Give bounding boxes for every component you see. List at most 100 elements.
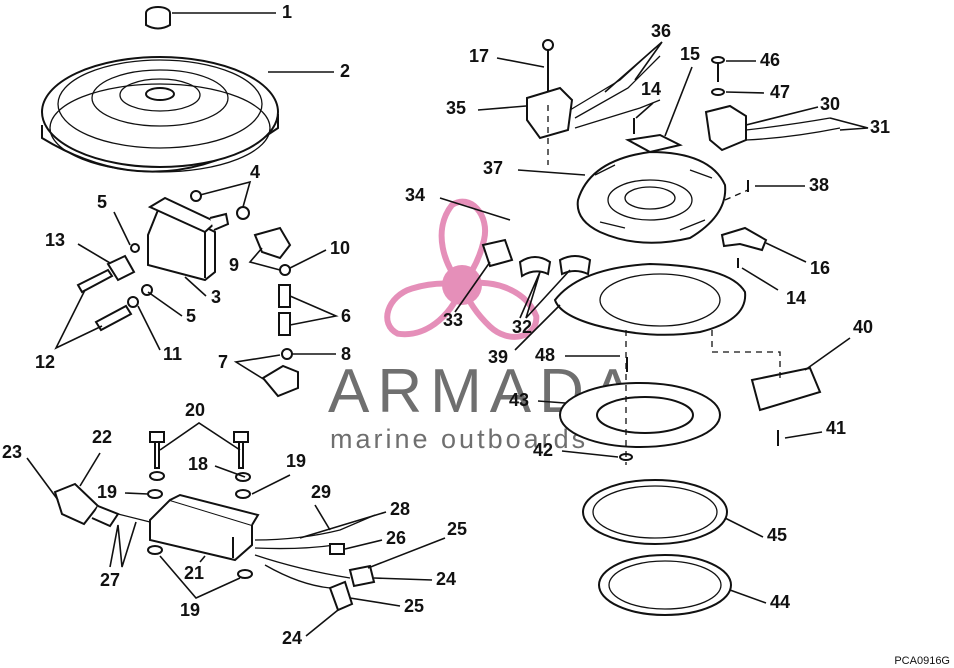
leader-line	[725, 91, 765, 94]
callout-number: 17	[469, 46, 489, 66]
leader-line	[199, 180, 252, 208]
leader-line	[604, 41, 663, 93]
leader-line	[349, 597, 401, 607]
wire	[254, 544, 336, 550]
retainer-wedge	[750, 366, 822, 412]
callout-8: 8	[292, 344, 351, 364]
leader-line	[199, 555, 206, 563]
leader-line	[804, 337, 851, 371]
callout-number: 22	[92, 427, 112, 447]
callout-10: 10	[289, 238, 350, 269]
callout-34: 34	[405, 185, 511, 221]
callout-number: 13	[45, 230, 65, 250]
callout-48: 48	[535, 345, 620, 365]
callout-number: 27	[100, 570, 120, 590]
leader-line	[829, 117, 869, 131]
leader-line	[537, 400, 566, 404]
callout-number: 11	[163, 344, 182, 364]
wire	[254, 514, 376, 541]
callout-24: 24	[282, 609, 339, 648]
washer	[147, 489, 163, 499]
callout-number: 40	[853, 317, 873, 337]
leader-line	[113, 211, 131, 246]
coil-washer	[190, 190, 202, 202]
callout-25: 25	[349, 596, 424, 616]
leader-line	[314, 504, 331, 531]
callout-5: 5	[147, 291, 196, 326]
alignment-line	[724, 189, 749, 201]
callout-6: 6	[289, 295, 351, 326]
callout-40: 40	[804, 317, 873, 371]
callout-15: 15	[664, 44, 700, 137]
leader-line	[729, 589, 767, 604]
leader-line	[664, 66, 693, 137]
callout-14: 14	[635, 79, 661, 119]
callout-22: 22	[79, 427, 112, 487]
callout-number: 25	[404, 596, 424, 616]
callout-number: 19	[97, 482, 117, 502]
callout-19: 19	[159, 555, 241, 620]
callout-29: 29	[311, 482, 331, 531]
connector-plug	[53, 482, 151, 528]
callout-number: 42	[533, 440, 553, 460]
callout-41: 41	[784, 418, 846, 439]
spacer	[558, 255, 592, 276]
callout-number: 10	[330, 238, 350, 258]
leader-line	[299, 511, 387, 539]
callout-45: 45	[724, 517, 787, 545]
callout-20: 20	[159, 400, 241, 451]
leader-line	[477, 105, 527, 111]
callout-46: 46	[726, 50, 780, 70]
figure-code: PCA0916G	[894, 655, 950, 667]
flywheel-nut	[145, 6, 171, 30]
callout-number: 43	[509, 390, 529, 410]
terminal	[329, 543, 345, 555]
callout-14: 14	[741, 267, 806, 308]
leader-line	[439, 197, 511, 221]
callout-number: 28	[390, 499, 410, 519]
flywheel	[41, 56, 279, 173]
callout-17: 17	[469, 46, 545, 68]
retainer-ring	[559, 382, 721, 448]
callout-39: 39	[488, 304, 561, 367]
part-drawings	[41, 6, 841, 616]
callout-number: 46	[760, 50, 780, 70]
lock-washer	[127, 296, 139, 308]
callout-1: 1	[172, 2, 292, 22]
callout-5: 5	[97, 192, 131, 246]
washer	[711, 88, 725, 96]
callout-number: 3	[211, 287, 221, 307]
leader-line	[561, 450, 619, 458]
callout-12: 12	[35, 289, 103, 372]
callout-35: 35	[446, 98, 527, 118]
callout-37: 37	[483, 158, 586, 178]
callout-number: 32	[512, 317, 532, 337]
leader-line	[765, 242, 807, 263]
callout-47: 47	[725, 82, 790, 102]
leader-line	[159, 422, 241, 451]
callout-number: 41	[826, 418, 846, 438]
leader-line	[251, 474, 291, 495]
callout-3: 3	[184, 276, 221, 307]
leader-line	[745, 106, 819, 126]
callout-number: 8	[341, 344, 351, 364]
leader-line	[517, 169, 586, 176]
leader-line	[724, 517, 764, 538]
callout-number: 24	[282, 628, 302, 648]
callout-21: 21	[184, 555, 206, 583]
callout-number: 1	[282, 2, 292, 22]
leader-line	[289, 295, 339, 326]
support-ring-44	[598, 554, 732, 616]
callout-number: 23	[2, 442, 22, 462]
callout-number: 12	[35, 352, 55, 372]
sensor-coil	[481, 238, 514, 268]
ground-clamp	[106, 254, 136, 282]
callout-43: 43	[509, 390, 566, 410]
callout-30: 30	[745, 94, 840, 126]
power-pack	[149, 493, 260, 562]
leader-line	[26, 457, 59, 501]
wire	[264, 564, 331, 589]
high-tension-lead	[278, 312, 291, 336]
callout-number: 30	[820, 94, 840, 114]
leader-line	[159, 555, 241, 599]
